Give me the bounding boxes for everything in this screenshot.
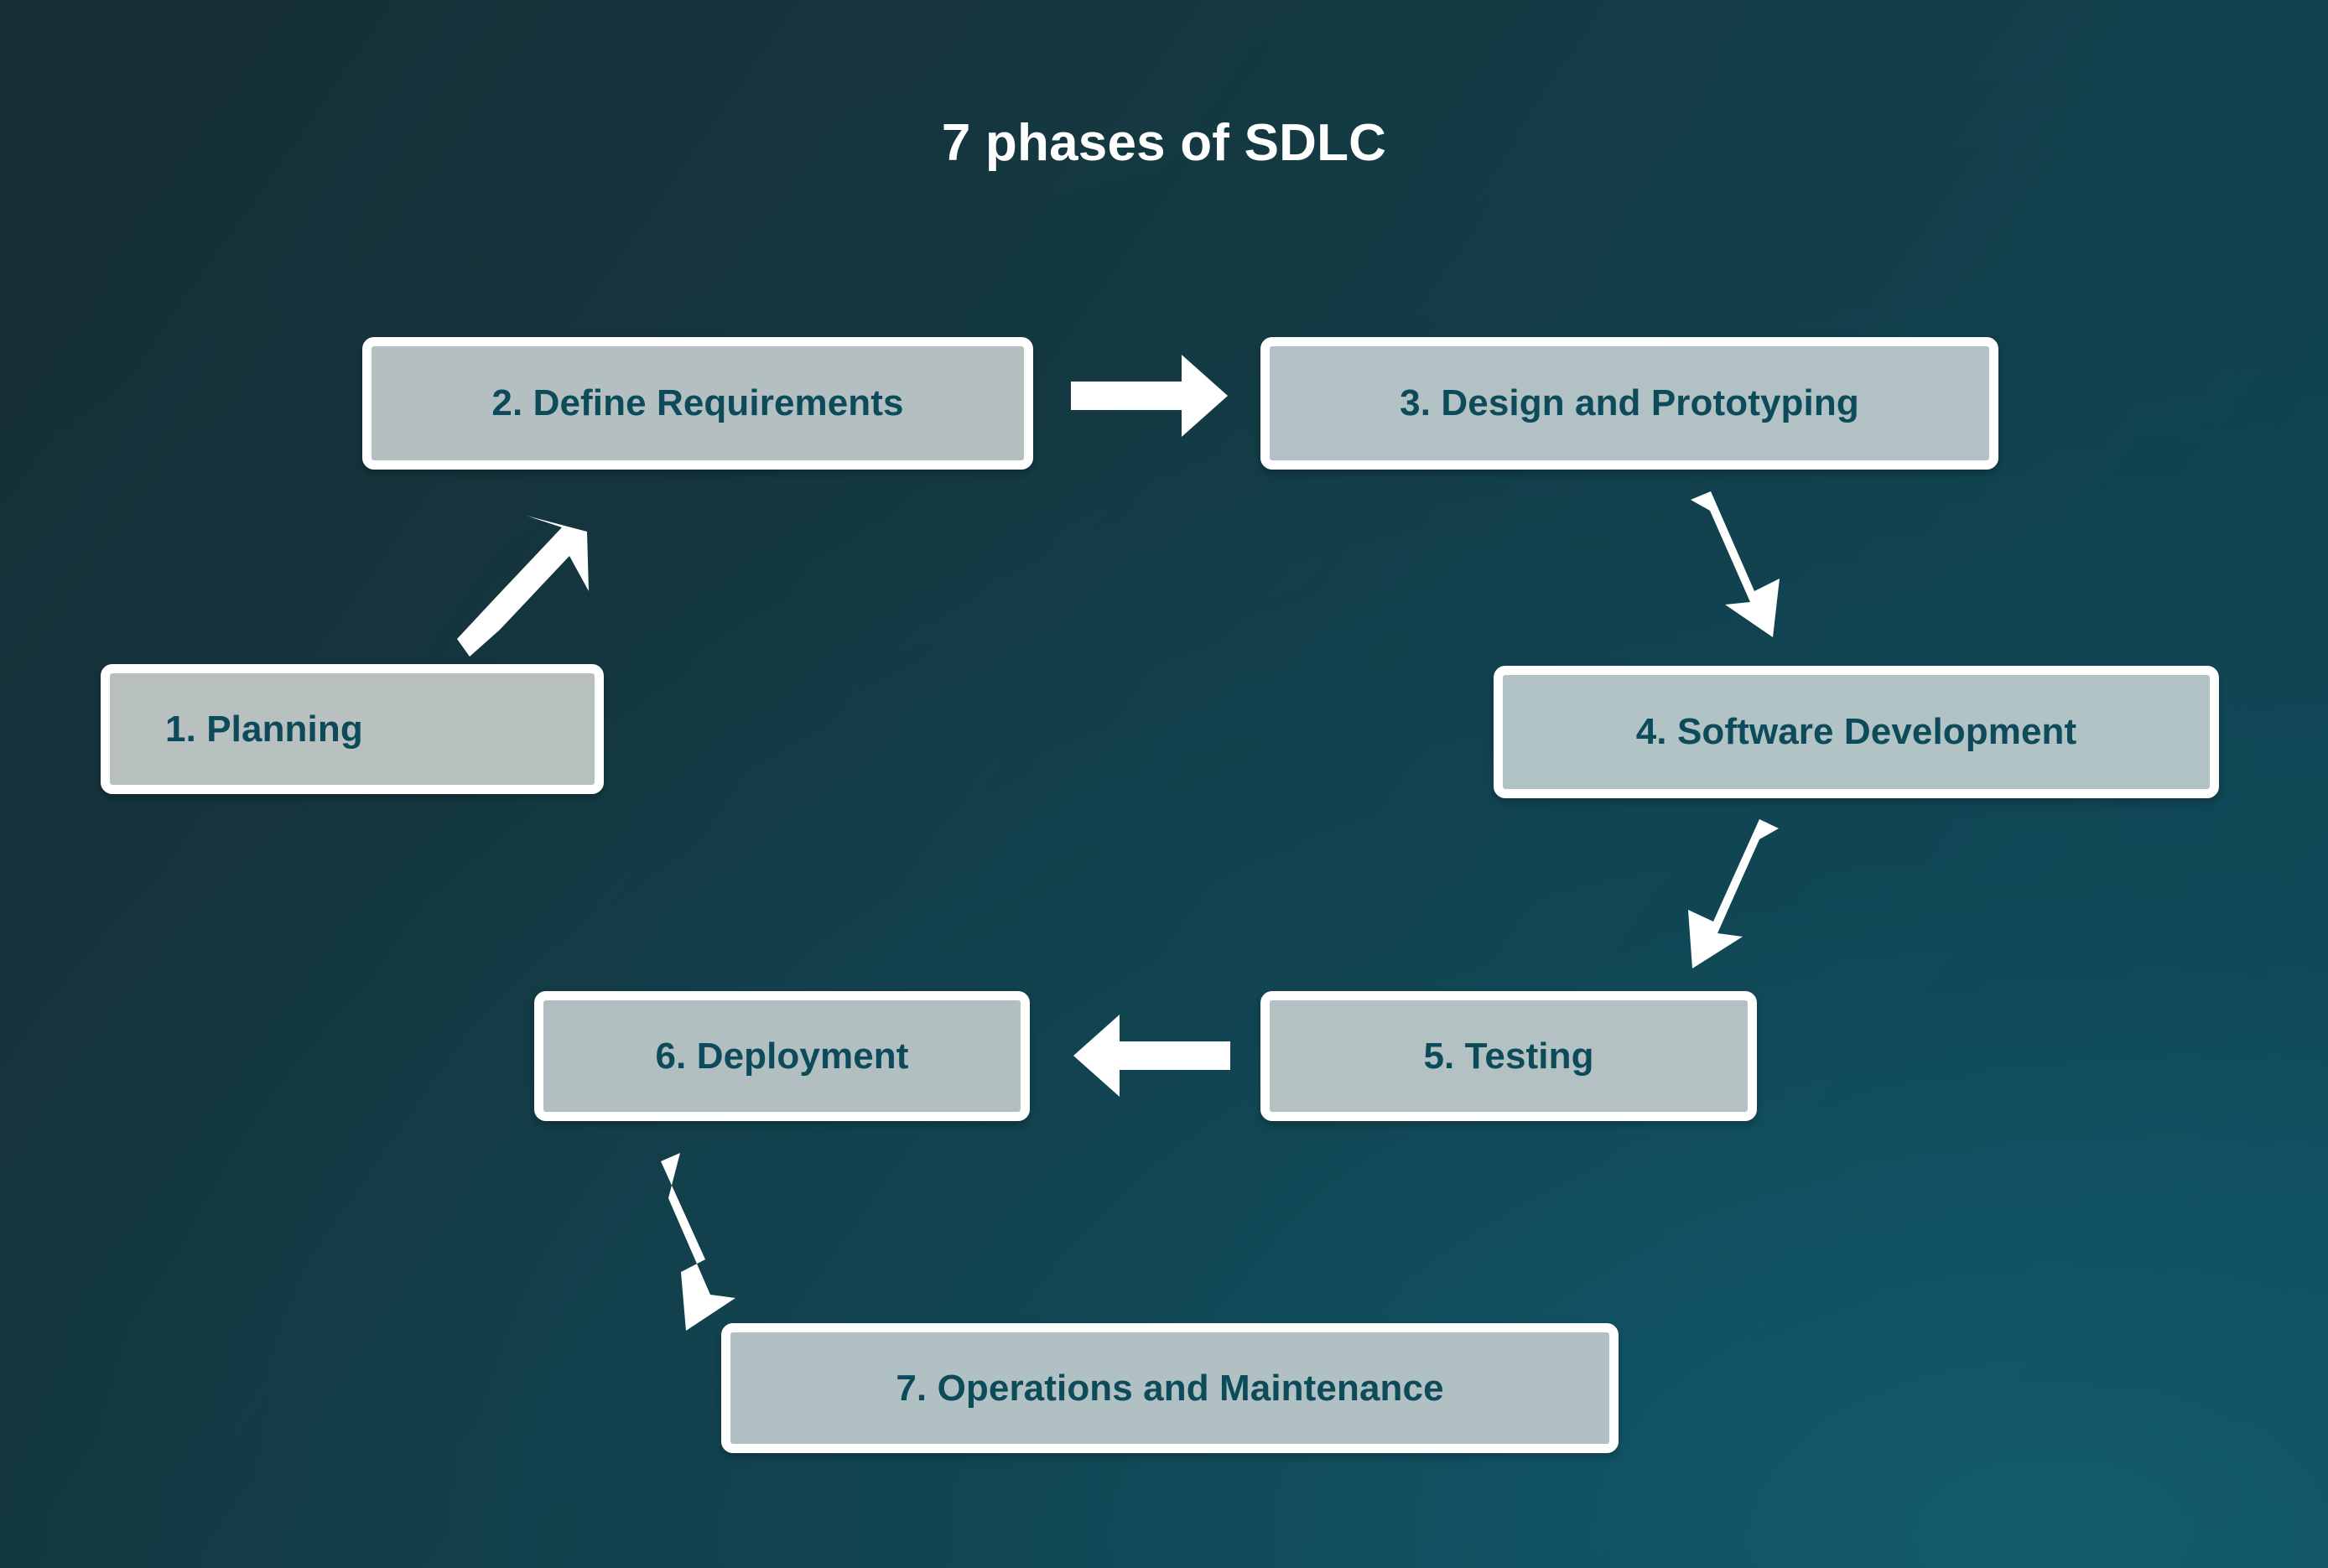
arrow-design-to-software-development (1691, 491, 1780, 637)
node-define-requirements-label: 2. Define Requirements (491, 382, 904, 423)
node-operations-and-maintenance[interactable]: 7. Operations and Maintenance (721, 1323, 1619, 1453)
arrow-deployment-to-operations (661, 1153, 735, 1331)
node-software-development[interactable]: 4. Software Development (1494, 666, 2219, 798)
node-design-and-prototyping[interactable]: 3. Design and Prototyping (1260, 337, 1998, 470)
arrow-testing-to-deployment (1073, 1015, 1230, 1097)
node-planning[interactable]: 1. Planning (101, 664, 604, 794)
node-operations-and-maintenance-label: 7. Operations and Maintenance (896, 1367, 1444, 1409)
node-testing[interactable]: 5. Testing (1260, 991, 1757, 1121)
arrow-planning-to-define-requirements (457, 516, 589, 657)
node-design-and-prototyping-label: 3. Design and Prototyping (1400, 382, 1859, 423)
node-deployment[interactable]: 6. Deployment (534, 991, 1030, 1121)
node-software-development-label: 4. Software Development (1635, 711, 2077, 752)
node-planning-label: 1. Planning (165, 708, 363, 750)
arrow-define-requirements-to-design (1071, 355, 1228, 437)
node-deployment-label: 6. Deployment (655, 1035, 909, 1077)
arrow-software-development-to-testing (1688, 819, 1779, 968)
node-define-requirements[interactable]: 2. Define Requirements (362, 337, 1033, 470)
node-testing-label: 5. Testing (1423, 1035, 1594, 1077)
page-title: 7 phases of SDLC (941, 114, 1387, 172)
